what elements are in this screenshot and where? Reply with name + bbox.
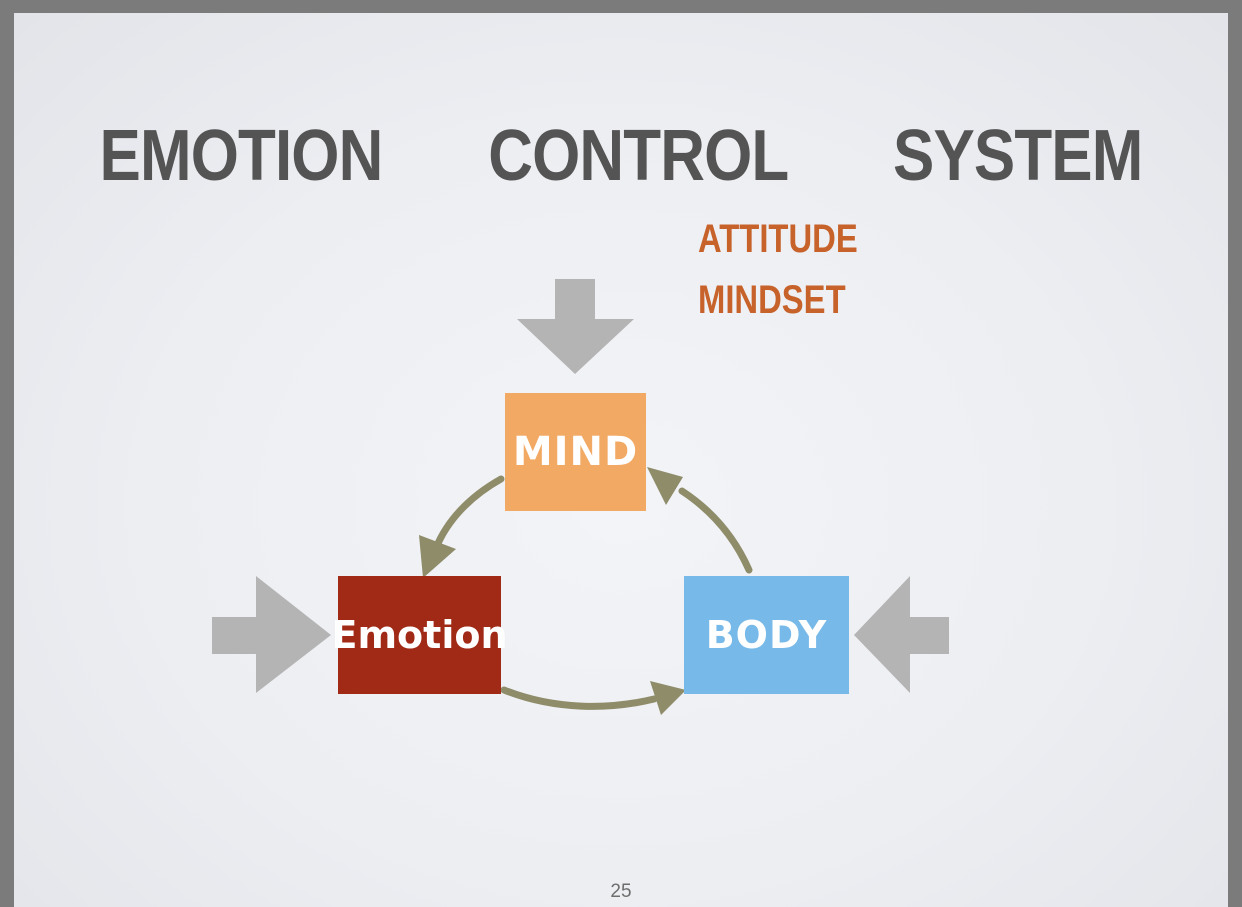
- annotation-mindset: MINDSET: [698, 278, 846, 322]
- cycle-diagram: [212, 279, 949, 715]
- node-mind: MIND: [505, 393, 646, 511]
- slide-title: EMOTION CONTROL SYSTEM: [99, 116, 1144, 196]
- node-emotion: Emotion: [332, 576, 508, 694]
- node-body: BODY: [684, 576, 849, 694]
- page-number: 25: [610, 881, 632, 902]
- cycle-arrowhead-emotion-to-body: [650, 681, 686, 715]
- node-emotion-label: Emotion: [331, 613, 508, 657]
- cycle-arrowhead-mind-to-emotion: [419, 535, 456, 578]
- cycle-arrow-emotion-to-body: [500, 686, 658, 710]
- node-mind-label: MIND: [512, 429, 639, 475]
- cycle-arrow-mind-to-emotion: [432, 475, 505, 552]
- input-arrow-mind: [517, 279, 634, 374]
- input-arrow-emotion: [212, 576, 331, 693]
- cycle-arrow-body-to-mind: [678, 487, 753, 574]
- input-arrow-body: [854, 576, 949, 693]
- node-body-label: BODY: [705, 613, 828, 657]
- cycle-arrowhead-body-to-mind: [647, 467, 683, 505]
- annotation-attitude: ATTITUDE: [698, 217, 858, 261]
- slide: EMOTION CONTROL SYSTEM ATTITUDE MINDSET …: [14, 13, 1228, 907]
